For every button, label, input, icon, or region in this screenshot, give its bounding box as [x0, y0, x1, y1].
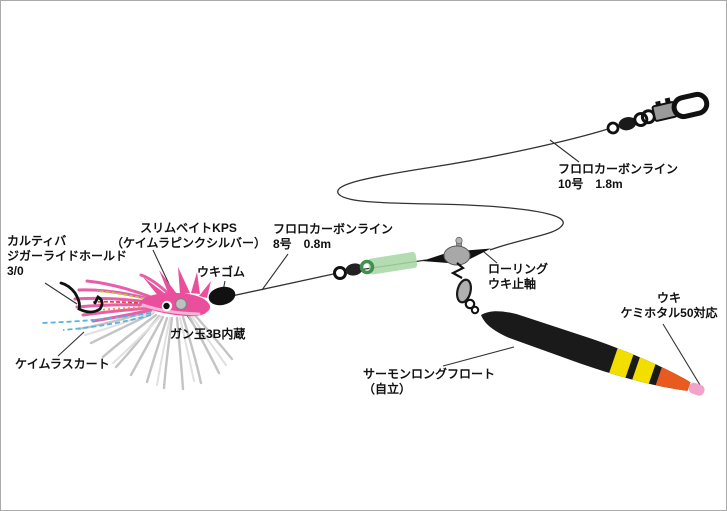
- label-line-lower-line2: 8号 0.8m: [273, 237, 332, 251]
- leader-hook-label: [44, 282, 78, 305]
- label-slim-bait-line1: スリムベイトKPS: [140, 221, 237, 235]
- label-stopper: ローリング ウキ止軸: [488, 262, 548, 292]
- swivel-barrel: [345, 263, 363, 276]
- leader-skirt-label: [57, 331, 85, 357]
- flash-strand-red: [92, 300, 151, 305]
- flash-strand-blue-long: [40, 312, 152, 324]
- label-line-upper: フロロカーボンライン 10号 1.8m: [558, 162, 678, 192]
- label-slim-bait-line2: （ケイムラピンクシルバー）: [111, 236, 266, 250]
- label-float-tip: ウキ ケミホタル50対応: [589, 291, 726, 321]
- line-upper-segment: [337, 128, 609, 251]
- tube-ring: [359, 259, 375, 275]
- label-line-lower-line1: フロロカーボンライン: [273, 222, 394, 236]
- label-hook: カルティバ ジガーライドホールド 3/0: [7, 234, 127, 279]
- label-line-upper-line1: フロロカーボンライン: [558, 162, 679, 176]
- float-top-eye: [470, 305, 480, 315]
- swivel-with-tube: [333, 252, 418, 280]
- label-hook-line3: 3/0: [7, 264, 24, 278]
- lure-belly-highlight: [141, 303, 201, 316]
- snap-swivel-line-ring: [606, 121, 620, 135]
- stopper-left-cone: [422, 252, 448, 263]
- top-snap-swivel: [606, 91, 710, 135]
- lure-body-spikes: [143, 267, 211, 298]
- swivel-ring: [333, 266, 347, 280]
- jig-hook: [59, 281, 104, 314]
- label-uki-gomu: ウキゴム: [197, 265, 245, 280]
- snap-swivel-nub-2: [664, 97, 671, 104]
- stopper-body: [443, 245, 471, 266]
- gandama-sinker: [174, 297, 188, 311]
- label-hook-line1: カルティバ: [7, 234, 67, 248]
- snap-swivel-nub-1: [655, 100, 662, 107]
- label-stopper-line1: ローリング: [488, 262, 549, 276]
- leader-lines: [44, 139, 701, 386]
- leader-stopper-label: [483, 251, 498, 264]
- float-yellow-band-1: [608, 347, 635, 380]
- snap-body: [456, 278, 472, 304]
- rolling-float-stopper: [422, 236, 491, 266]
- label-stopper-line2: ウキ止軸: [488, 277, 537, 291]
- label-uki-gomu-text: ウキゴム: [197, 265, 246, 279]
- leader-float-body-label: [442, 346, 515, 367]
- label-skirt: ケイムラスカート: [15, 357, 110, 372]
- label-float-body-line2: （自立）: [363, 382, 412, 396]
- float-chemlight-tip: [688, 382, 705, 396]
- flash-strand-blue-short: [62, 314, 152, 331]
- stopper-knob: [455, 236, 463, 245]
- stopper-snap: [450, 262, 480, 315]
- label-float-tip-line1: ウキ: [656, 291, 681, 305]
- lure-eye-pupil: [163, 302, 170, 310]
- label-gandama: ガン玉3B内蔵: [170, 327, 245, 342]
- leader-line-upper-label: [549, 139, 580, 163]
- flash-strand-yellow: [96, 290, 152, 301]
- luminous-tube: [368, 252, 418, 275]
- leader-line-lower-label: [261, 253, 289, 291]
- snap-lower-ring: [464, 298, 476, 310]
- snap-swivel-barrel: [618, 117, 637, 131]
- label-float-tip-line2: ケミホタル50対応: [620, 306, 718, 320]
- stopper-right-cone: [466, 248, 491, 261]
- leader-float-tip-label: [662, 323, 701, 386]
- float-yellow-band-2: [631, 355, 657, 388]
- label-skirt-text: ケイムラスカート: [15, 357, 110, 371]
- label-float-body-line1: サーモンロングフロート: [363, 367, 496, 381]
- snap-spring: [450, 262, 465, 279]
- lure-assembly: [40, 267, 234, 391]
- label-line-lower: フロロカーボンライン 8号 0.8m: [273, 222, 393, 252]
- float-rubber: [208, 286, 236, 306]
- main-line: [226, 128, 609, 298]
- skirt-light-strands: [84, 311, 227, 386]
- label-hook-line2: ジガーライドホールド: [7, 249, 128, 263]
- label-gandama-text: ガン玉3B内蔵: [170, 327, 246, 341]
- label-slim-bait: スリムベイトKPS （ケイムラピンクシルバー）: [106, 221, 271, 251]
- snap-swivel-ring-1: [633, 112, 649, 128]
- label-float-body: サーモンロングフロート （自立）: [363, 367, 495, 397]
- label-line-upper-line2: 10号 1.8m: [558, 177, 623, 191]
- snap-swivel-hook-loop: [671, 91, 710, 120]
